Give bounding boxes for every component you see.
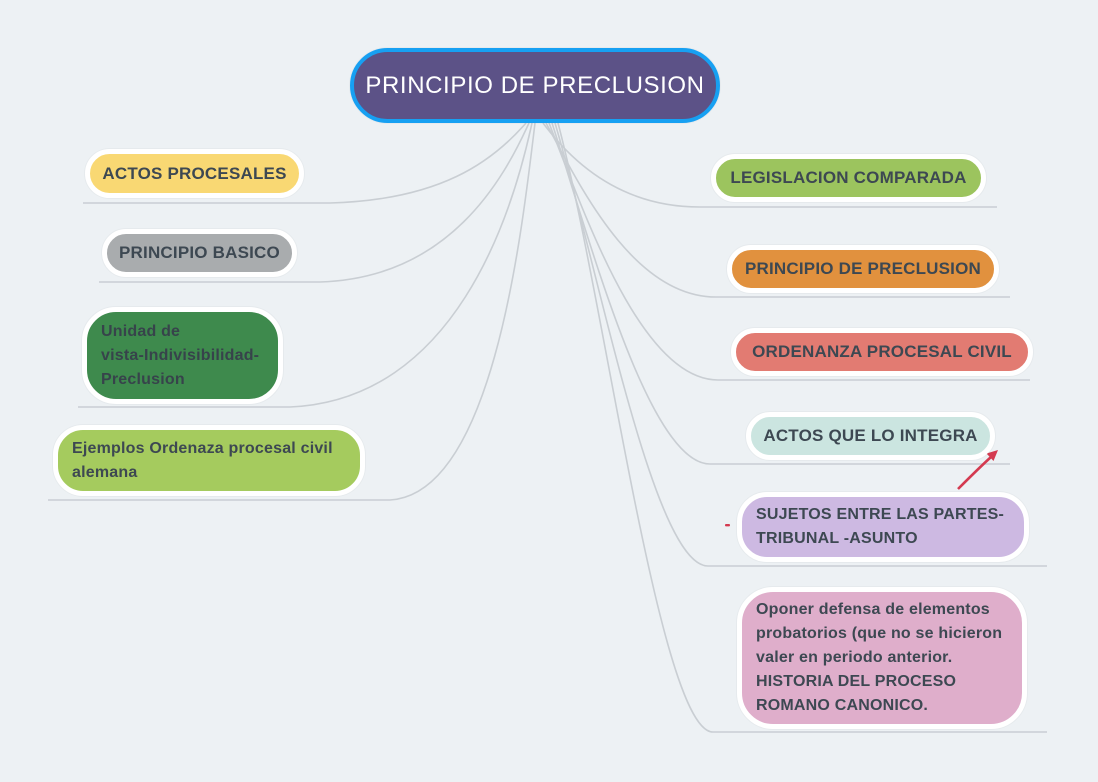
- node-ordenanza-procesal-civil[interactable]: ORDENANZA PROCESAL CIVIL: [731, 328, 1033, 376]
- red-arrow-annotation: [725, 450, 998, 527]
- node-label: ORDENANZA PROCESAL CIVIL: [752, 342, 1012, 361]
- node-principio-de-preclusion[interactable]: PRINCIPIO DE PRECLUSION: [727, 245, 999, 293]
- node-label: ACTOS PROCESALES: [102, 163, 287, 183]
- root-node[interactable]: PRINCIPIO DE PRECLUSION: [350, 48, 720, 123]
- connector-actos-procesales: [83, 122, 527, 204]
- node-legislacion-comparada[interactable]: LEGISLACION COMPARADA: [711, 154, 986, 202]
- connector-oponer-defensa: [557, 122, 1047, 733]
- red-arrow-line: [957, 456, 992, 490]
- node-label: Ejemplos Ordenaza procesal civil alemana: [72, 439, 333, 481]
- node-label: PRINCIPIO DE PRECLUSION: [744, 259, 982, 278]
- node-principio-basico[interactable]: PRINCIPIO BASICO: [102, 229, 297, 277]
- node-label: Unidad de vista-Indivisibilidad- Preclus…: [101, 322, 260, 388]
- node-ejemplos-ordenaza[interactable]: Ejemplos Ordenaza procesal civil alemana: [53, 425, 365, 496]
- connector-principio-basico: [99, 122, 530, 283]
- node-oponer-defensa[interactable]: Oponer defensa de elementos probatorios …: [737, 587, 1027, 729]
- node-label: SUJETOS ENTRE LAS PARTES- TRIBUNAL -ASUN…: [756, 506, 1004, 547]
- node-label: Oponer defensa de elementos probatorios …: [756, 601, 1003, 714]
- connector-ejemplos-ordenaza: [48, 122, 536, 501]
- node-unidad-de-vista[interactable]: Unidad de vista-Indivisibilidad- Preclus…: [82, 307, 283, 404]
- node-label: LEGISLACION COMPARADA: [730, 168, 967, 187]
- red-tick-mark: [725, 524, 730, 527]
- red-arrow-head: [986, 450, 998, 461]
- root-node-label: PRINCIPIO DE PRECLUSION: [365, 71, 705, 99]
- node-sujetos-entre-las-partes[interactable]: SUJETOS ENTRE LAS PARTES- TRIBUNAL -ASUN…: [737, 492, 1029, 562]
- node-actos-procesales[interactable]: ACTOS PROCESALES: [85, 149, 304, 198]
- node-label: PRINCIPIO BASICO: [119, 243, 280, 262]
- connector-unidad-de-vista: [78, 122, 533, 408]
- node-actos-que-lo-integra[interactable]: ACTOS QUE LO INTEGRA: [746, 412, 995, 460]
- node-label: ACTOS QUE LO INTEGRA: [763, 426, 978, 445]
